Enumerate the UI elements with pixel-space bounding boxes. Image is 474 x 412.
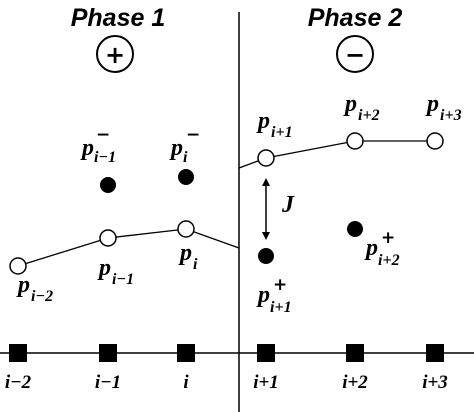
filled-point-marker <box>258 248 274 264</box>
open-point-label: pi+1 <box>256 108 293 141</box>
phase2-sign-circle <box>336 35 374 73</box>
filled-point-label: p+i+1 <box>256 275 292 316</box>
phase2-sign-badge: − <box>336 35 374 73</box>
open-point-label: pi−1 <box>97 255 134 288</box>
lattice-label: i+3 <box>422 372 448 393</box>
filled-point-label: p+i+2 <box>364 228 400 269</box>
coupling-label: J <box>281 192 295 218</box>
open-point-marker <box>257 149 275 167</box>
phase2-profile-line <box>238 140 435 169</box>
open-point-marker <box>177 220 195 238</box>
phase2-title: Phase 2 <box>308 4 403 32</box>
phase2-sign: − <box>345 41 365 69</box>
filled-point-label: p−i <box>169 125 200 166</box>
lattice-label: i <box>183 372 189 393</box>
lattice-site <box>177 344 195 362</box>
lattice-site <box>99 344 117 362</box>
filled-point-label: p−i−1 <box>80 125 116 166</box>
open-point-marker <box>426 132 444 150</box>
lattice-label: i−2 <box>5 372 32 393</box>
open-point-label: pi−2 <box>16 272 53 305</box>
lattice-label: i−1 <box>95 372 121 393</box>
open-point-label: pi+3 <box>425 91 462 124</box>
open-point-marker <box>9 257 27 275</box>
lattice-site <box>9 344 27 362</box>
open-point-label: pi+2 <box>343 91 380 124</box>
lattice-site <box>426 344 444 362</box>
phase1-title: Phase 1 <box>71 4 166 32</box>
phase1-sign-badge: + <box>96 35 134 73</box>
filled-point-marker <box>347 221 363 237</box>
filled-point-marker <box>100 177 116 193</box>
phase1-sign: + <box>105 41 125 69</box>
open-point-marker <box>99 229 117 247</box>
lattice-site <box>346 344 364 362</box>
lattice-site <box>257 344 275 362</box>
open-point-marker <box>346 132 364 150</box>
lattice-label: i+1 <box>253 372 279 393</box>
phase1-profile-line <box>17 228 240 267</box>
lattice-label: i+2 <box>342 372 368 393</box>
phase1-sign-circle <box>96 35 134 73</box>
filled-point-marker <box>178 169 194 185</box>
open-point-label: pi <box>178 240 198 273</box>
